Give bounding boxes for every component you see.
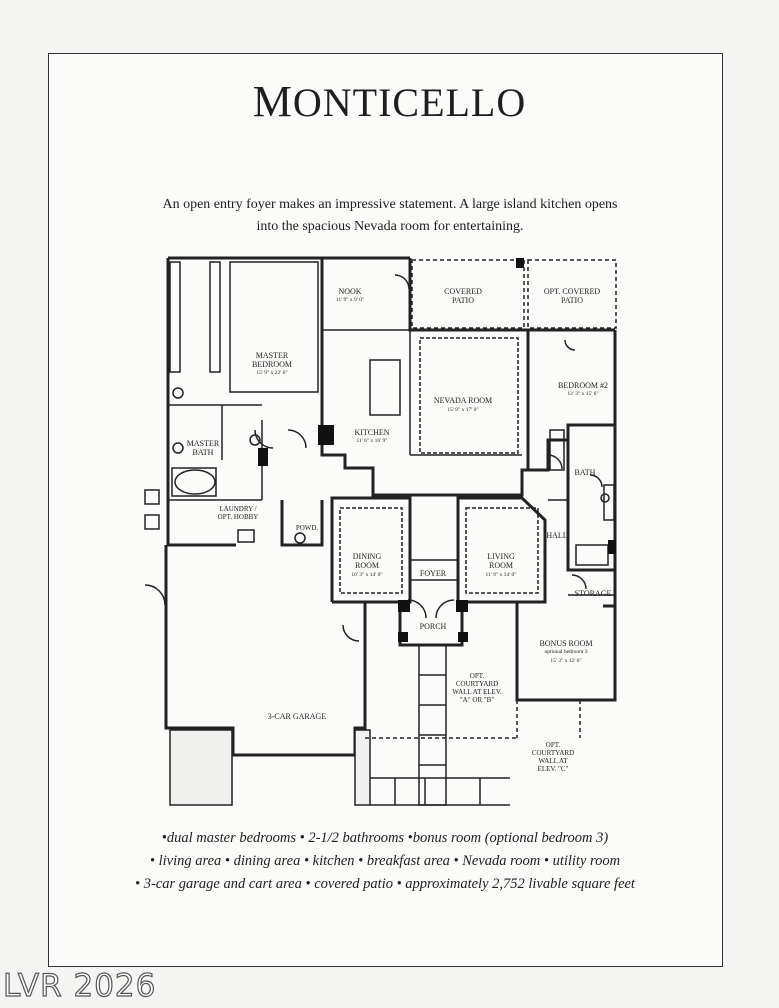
features-line-2: • living area • dining area • kitchen • … xyxy=(149,853,621,869)
features-line-3: • 3-car garage and cart area • covered p… xyxy=(135,876,635,892)
intro-line-1: An open entry foyer makes an impressive … xyxy=(162,197,618,212)
room-label-nevada-room: NEVADA ROOM xyxy=(434,396,492,405)
watermark: LVR 2026 xyxy=(2,967,157,1004)
document-frame xyxy=(48,53,723,967)
room-label-powder: POWD. xyxy=(296,524,319,532)
room-label-bedroom-2: BEDROOM #2 xyxy=(558,381,608,390)
room-label-porch: PORCH xyxy=(420,622,447,631)
page-title: MONTICELLO xyxy=(252,77,527,126)
room-dim-nevada-room: 15' 9" x 17' 0" xyxy=(447,407,478,413)
room-label-nook: NOOK xyxy=(338,287,361,296)
room-dim-bonus-room: 15' 3" x 12' 6" xyxy=(550,658,581,664)
room-dim-nook: 11' 9" x 9' 0" xyxy=(336,297,364,303)
room-label-kitchen: KITCHEN xyxy=(354,428,389,437)
room-label-bath: BATH xyxy=(575,468,596,477)
room-dim-master-bedroom: 15' 9" x 22' 6" xyxy=(256,370,287,376)
room-sub-bonus-room: optional bedroom 3 xyxy=(544,649,587,655)
room-dim-bedroom-2: 12' 3" x 15' 6" xyxy=(567,391,598,397)
room-label-foyer: FOYER xyxy=(420,569,447,578)
intro-line-2: into the spacious Nevada room for entert… xyxy=(256,219,524,234)
intro-text: An open entry foyer makes an impressive … xyxy=(80,194,700,238)
room-dim-dining-room: 10' 3" x 14' 0" xyxy=(351,572,382,578)
room-label-garage: 3-CAR GARAGE xyxy=(268,712,327,721)
room-dim-living-room: 11' 9" x 14' 0" xyxy=(485,572,516,578)
room-label-laundry: LAUNDRY /OPT. HOBBY xyxy=(218,505,259,521)
room-dim-kitchen: 11' 6" x 16' 9" xyxy=(356,438,387,444)
room-label-hall: HALL xyxy=(546,531,567,540)
room-label-bonus-room: BONUS ROOM xyxy=(539,639,592,648)
room-label-storage: STORAGE xyxy=(575,589,612,598)
features-line-1: •dual master bedrooms • 2-1/2 bathrooms … xyxy=(161,830,609,846)
